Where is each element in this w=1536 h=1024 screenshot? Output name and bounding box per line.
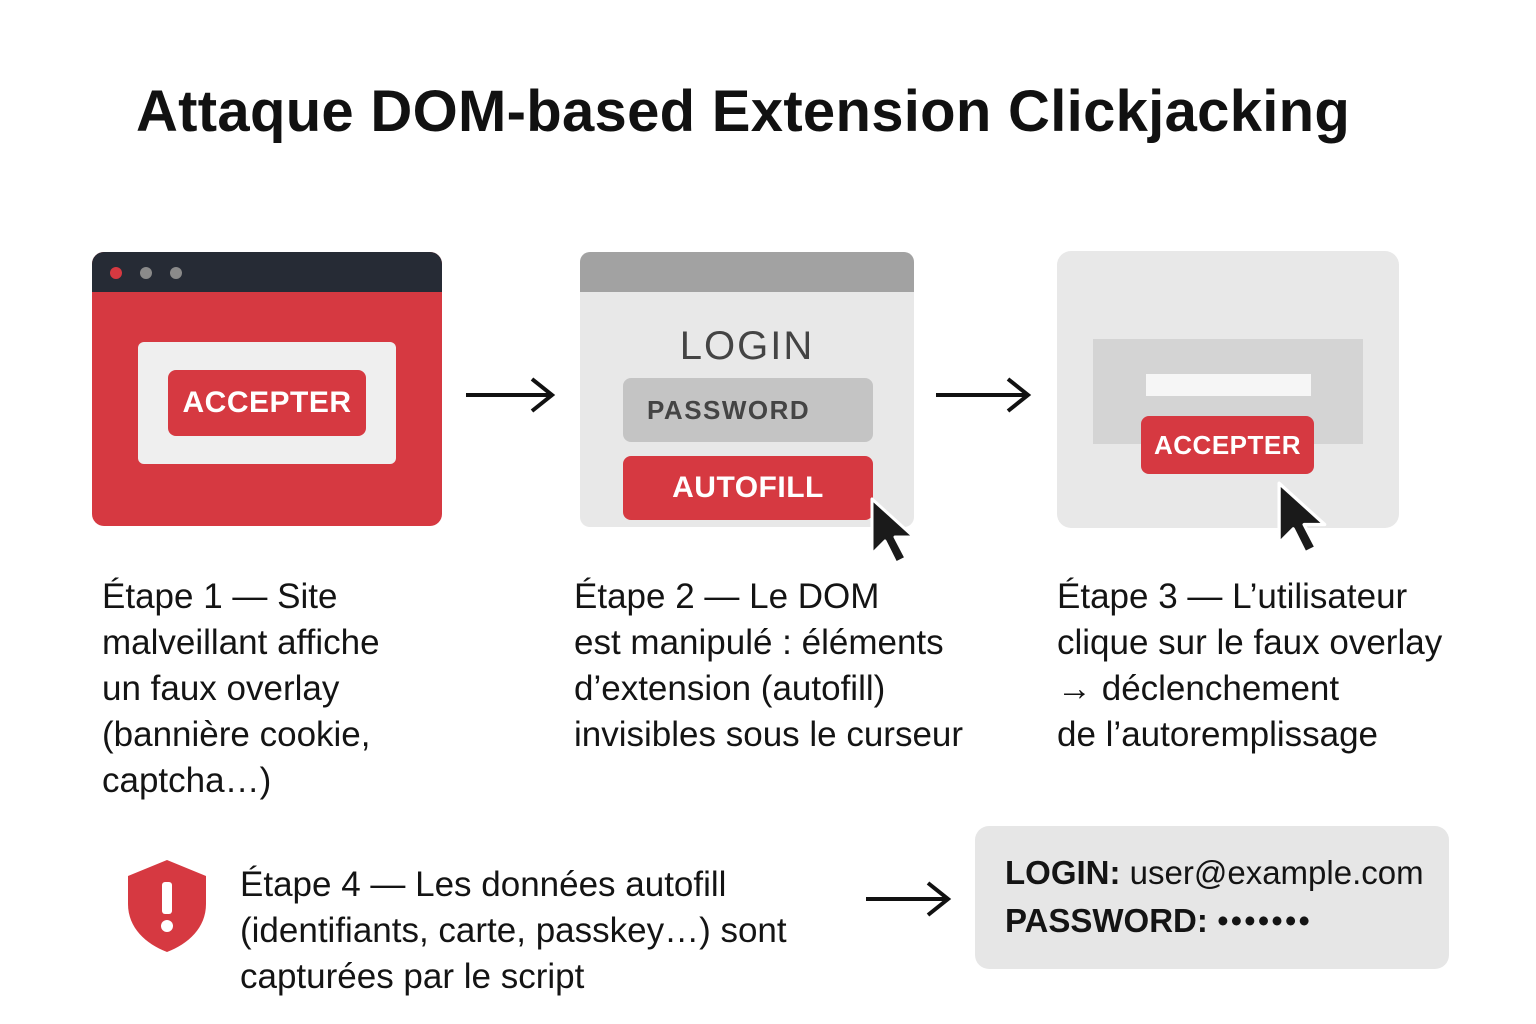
captured-login-row: LOGIN: user@example.com <box>1005 854 1424 892</box>
window-maximize-dot <box>170 267 182 279</box>
malicious-site-window: ACCEPTER <box>92 252 442 526</box>
accept-button[interactable]: ACCEPTER <box>1141 416 1314 474</box>
password-key: PASSWORD: <box>1005 902 1208 939</box>
password-value: ••••••• <box>1217 902 1312 939</box>
login-heading: LOGIN <box>679 324 815 368</box>
step-4-description: Étape 4 — Les données autofill (identifi… <box>240 865 787 996</box>
step-3-description: Étape 3 — L’utilisateur clique sur le fa… <box>1057 577 1443 754</box>
cursor-icon <box>870 497 916 565</box>
login-key: LOGIN: <box>1005 854 1121 891</box>
page-title: Attaque DOM-based Extension Clickjacking <box>136 79 1351 144</box>
step-2-description: Étape 2 — Le DOM est manipulé : éléments… <box>574 577 964 754</box>
captured-password-row: PASSWORD: ••••••• <box>1005 902 1312 940</box>
autofill-button[interactable]: AUTOFILL <box>623 456 873 520</box>
step-1-description: Étape 1 — Site malveillant affiche un fa… <box>102 577 380 800</box>
cursor-icon <box>1277 481 1327 555</box>
password-field[interactable]: PASSWORD <box>623 378 873 442</box>
captured-data-box: LOGIN: user@example.com PASSWORD: ••••••… <box>975 826 1449 969</box>
overlay-placeholder-line <box>1146 374 1311 396</box>
arrow-right-icon <box>866 881 952 917</box>
fake-overlay-banner: ACCEPTER <box>138 342 396 464</box>
window-minimize-dot <box>140 267 152 279</box>
arrow-right-icon <box>936 377 1032 413</box>
arrow-right-icon <box>466 377 556 413</box>
login-value: user@example.com <box>1129 854 1424 891</box>
window-title-bar <box>92 252 442 292</box>
window-title-bar <box>580 252 914 292</box>
shield-alert-icon <box>128 860 206 952</box>
fake-overlay-window: ACCEPTER <box>1057 251 1399 528</box>
login-window: LOGIN PASSWORD AUTOFILL <box>580 252 914 527</box>
accept-button[interactable]: ACCEPTER <box>168 370 366 436</box>
window-close-dot <box>110 267 122 279</box>
